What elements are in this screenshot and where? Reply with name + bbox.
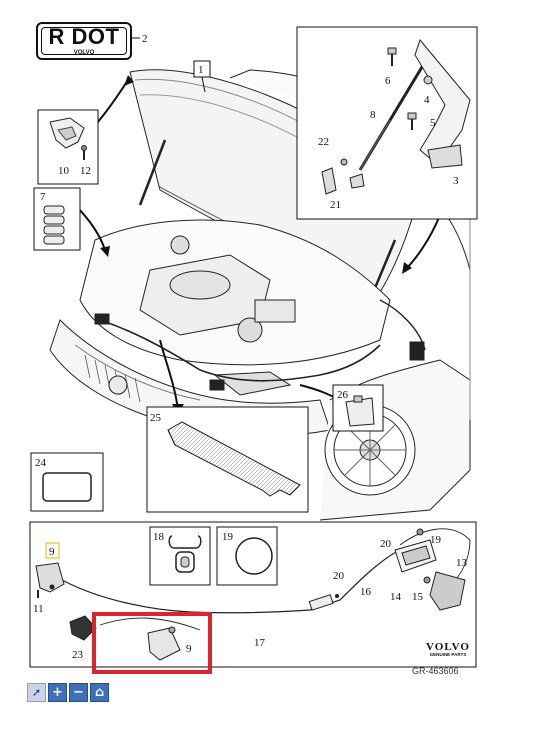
diagram-reference: GR-463606 bbox=[412, 666, 459, 676]
detail-box-cover-strip bbox=[146, 406, 309, 513]
car-illustration bbox=[49, 69, 471, 521]
callout-15: 15 bbox=[412, 591, 424, 603]
logo-brand: VOLVO bbox=[426, 641, 470, 653]
logo-subtitle: GENUINE PARTS bbox=[429, 652, 467, 657]
callout-4: 4 bbox=[424, 94, 430, 106]
callout-11: 11 bbox=[33, 603, 44, 615]
callout-numbers: 2 1 10 12 7 6 4 8 5 22 3 21 26 25 24 18 … bbox=[33, 33, 468, 661]
callout-3: 3 bbox=[453, 175, 459, 187]
detail-box-gas-strut bbox=[296, 26, 478, 220]
detail-box-clip-26 bbox=[332, 384, 384, 432]
callout-22: 22 bbox=[318, 136, 329, 148]
callout-16: 16 bbox=[360, 586, 372, 598]
badge-main-text: R DOT bbox=[48, 24, 120, 49]
highlighted-part-frame[interactable] bbox=[92, 612, 212, 674]
callout-21: 21 bbox=[330, 199, 341, 211]
badge-inner-frame bbox=[41, 27, 127, 55]
zoom-out-icon: − bbox=[73, 685, 84, 700]
callout-19-box: 19 bbox=[222, 531, 234, 543]
callout-20-mid: 20 bbox=[333, 570, 345, 582]
callout-7: 7 bbox=[40, 191, 46, 203]
callout-5: 5 bbox=[430, 117, 436, 129]
callout-25: 25 bbox=[150, 412, 162, 424]
viewer-toolbar: ➚ + − ⌂ bbox=[27, 683, 109, 702]
zoom-out-button[interactable]: − bbox=[69, 683, 88, 702]
callout-18: 18 bbox=[153, 531, 165, 543]
callout-24: 24 bbox=[35, 457, 47, 469]
callout-26: 26 bbox=[337, 389, 349, 401]
callout-17: 17 bbox=[254, 637, 266, 649]
zoom-in-icon: + bbox=[52, 685, 63, 700]
callout-6: 6 bbox=[385, 75, 391, 87]
badge-sub-text: VOLVO bbox=[73, 50, 95, 56]
volvo-logo: VOLVO GENUINE PARTS bbox=[418, 641, 478, 657]
callout-20-top: 20 bbox=[380, 538, 392, 550]
callout-23: 23 bbox=[72, 649, 84, 661]
detail-box-label bbox=[30, 452, 104, 512]
callout-13: 13 bbox=[456, 557, 468, 569]
detail-box-release-cable bbox=[29, 521, 477, 668]
callout-10: 10 bbox=[58, 165, 70, 177]
callout-9-top: 9 bbox=[49, 546, 55, 558]
home-icon: ⌂ bbox=[94, 685, 105, 700]
part-highlight-marker bbox=[45, 542, 60, 559]
callout-12: 12 bbox=[80, 165, 91, 177]
callout-8: 8 bbox=[370, 109, 376, 121]
select-cursor-icon: ➚ bbox=[31, 686, 42, 699]
callout-14: 14 bbox=[390, 591, 402, 603]
callout-1: 1 bbox=[198, 64, 204, 76]
callout-19-top: 19 bbox=[430, 534, 442, 546]
callout-9-bottom: 9 bbox=[186, 643, 192, 655]
rdot-badge: R DOT VOLVO bbox=[36, 22, 132, 60]
zoom-in-button[interactable]: + bbox=[48, 683, 67, 702]
callout-2: 2 bbox=[142, 33, 148, 45]
detail-box-clip bbox=[33, 187, 81, 251]
home-button[interactable]: ⌂ bbox=[90, 683, 109, 702]
detail-box-hood-hinge bbox=[37, 109, 99, 185]
select-cursor-button[interactable]: ➚ bbox=[27, 683, 46, 702]
